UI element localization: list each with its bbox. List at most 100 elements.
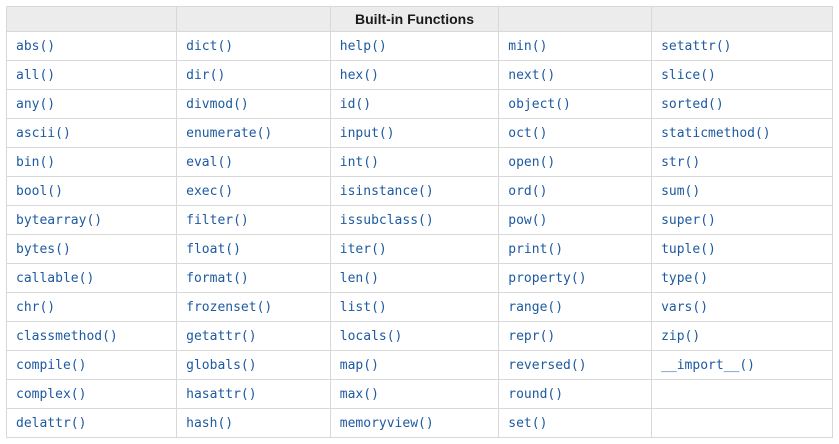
function-link[interactable]: input() <box>339 126 395 141</box>
table-cell: tuple() <box>651 234 833 264</box>
function-link[interactable]: hash() <box>186 416 234 431</box>
function-link[interactable]: bytearray() <box>16 213 103 228</box>
function-link[interactable]: super() <box>661 213 716 228</box>
function-link[interactable]: dict() <box>186 39 234 54</box>
function-link[interactable]: divmod() <box>186 97 249 112</box>
function-link[interactable]: type() <box>661 271 709 286</box>
function-link[interactable]: repr() <box>508 329 556 344</box>
function-link[interactable]: dir() <box>186 68 226 83</box>
function-link[interactable]: pow() <box>508 213 548 228</box>
function-link[interactable]: property() <box>508 271 587 286</box>
function-link[interactable]: tuple() <box>661 242 716 257</box>
function-link[interactable]: bool() <box>16 184 63 199</box>
function-link[interactable]: complex() <box>16 387 87 402</box>
function-link[interactable]: staticmethod() <box>661 126 771 141</box>
table-cell: issubclass() <box>329 205 500 235</box>
table-row: abs() dict() help() min() setattr() <box>5 31 833 61</box>
table-row: callable() format() len() property() type() <box>5 263 833 293</box>
function-link[interactable]: str() <box>661 155 701 170</box>
function-link[interactable]: sorted() <box>661 97 724 112</box>
function-link[interactable]: frozenset() <box>186 300 273 315</box>
table-cell: memoryview() <box>329 408 500 438</box>
function-link[interactable]: memoryview() <box>339 416 434 431</box>
function-link[interactable]: setattr() <box>661 39 732 54</box>
empty-cell <box>651 408 833 438</box>
table-cell: abs() <box>5 31 178 61</box>
function-link[interactable]: help() <box>339 39 387 54</box>
function-link[interactable]: hex() <box>339 68 379 83</box>
table-row: classmethod() getattr() locals() repr() zip(… <box>5 321 833 351</box>
builtin-functions-table: Built-in Functions abs() dict() help() min(… <box>5 6 833 438</box>
function-link[interactable]: isinstance() <box>339 184 434 199</box>
function-link[interactable]: eval() <box>186 155 234 170</box>
header-cell-empty <box>651 6 833 32</box>
function-link[interactable]: min() <box>508 39 548 54</box>
table-cell: max() <box>329 379 500 409</box>
function-link[interactable]: delattr() <box>16 416 87 431</box>
function-link[interactable]: classmethod() <box>16 329 118 344</box>
table-cell: callable() <box>5 263 178 293</box>
function-link[interactable]: exec() <box>186 184 234 199</box>
function-link[interactable]: hasattr() <box>186 387 257 402</box>
function-link[interactable]: getattr() <box>186 329 257 344</box>
function-link[interactable]: print() <box>508 242 564 257</box>
function-link[interactable]: vars() <box>661 300 709 315</box>
function-link[interactable]: id() <box>339 97 372 112</box>
function-link[interactable]: sum() <box>661 184 701 199</box>
table-cell: super() <box>651 205 833 235</box>
function-link[interactable]: locals() <box>339 329 403 344</box>
table-cell: id() <box>329 89 500 119</box>
function-link[interactable]: chr() <box>16 300 56 315</box>
function-link[interactable]: enumerate() <box>186 126 273 141</box>
table-cell: repr() <box>498 321 653 351</box>
function-link[interactable]: object() <box>508 97 571 112</box>
function-link[interactable]: compile() <box>16 358 87 373</box>
function-link[interactable]: set() <box>508 416 548 431</box>
function-link[interactable]: bin() <box>16 155 56 170</box>
header-cell-empty <box>498 6 653 32</box>
function-link[interactable]: zip() <box>661 329 701 344</box>
table-title: Built-in Functions <box>329 6 500 32</box>
function-link[interactable]: float() <box>186 242 241 257</box>
function-link[interactable]: issubclass() <box>339 213 434 228</box>
function-link[interactable]: map() <box>339 358 379 373</box>
table-cell: isinstance() <box>329 176 500 206</box>
function-link[interactable]: list() <box>339 300 387 315</box>
table-row: delattr() hash() memoryview() set() <box>5 408 833 438</box>
function-link[interactable]: int() <box>339 155 379 170</box>
table-cell: frozenset() <box>176 292 331 322</box>
table-cell: all() <box>5 60 178 90</box>
function-link[interactable]: slice() <box>661 68 716 83</box>
table-cell: divmod() <box>176 89 331 119</box>
table-header-row: Built-in Functions <box>5 6 833 32</box>
function-link[interactable]: callable() <box>16 271 95 286</box>
function-link[interactable]: ord() <box>508 184 548 199</box>
function-link[interactable]: open() <box>508 155 556 170</box>
table-cell: str() <box>651 147 833 177</box>
function-link[interactable]: iter() <box>339 242 387 257</box>
table-cell: hex() <box>329 60 500 90</box>
header-cell-empty <box>176 6 331 32</box>
table-cell: set() <box>498 408 653 438</box>
function-link[interactable]: ascii() <box>16 126 71 141</box>
table-cell: bytearray() <box>5 205 178 235</box>
function-link[interactable]: globals() <box>186 358 257 373</box>
table-cell: help() <box>329 31 500 61</box>
function-link[interactable]: filter() <box>186 213 249 228</box>
table-row: bytes() float() iter() print() tuple() <box>5 234 833 264</box>
function-link[interactable]: all() <box>16 68 56 83</box>
function-link[interactable]: format() <box>186 271 249 286</box>
function-link[interactable]: round() <box>508 387 564 402</box>
function-link[interactable]: reversed() <box>508 358 587 373</box>
function-link[interactable]: len() <box>339 271 379 286</box>
function-link[interactable]: bytes() <box>16 242 71 257</box>
function-link[interactable]: oct() <box>508 126 548 141</box>
function-link[interactable]: range() <box>508 300 564 315</box>
function-link[interactable]: abs() <box>16 39 56 54</box>
function-link[interactable]: next() <box>508 68 556 83</box>
table-row: bytearray() filter() issubclass() pow() supe… <box>5 205 833 235</box>
function-link[interactable]: any() <box>16 97 56 112</box>
function-link[interactable]: __import__() <box>661 358 755 373</box>
table-cell: len() <box>329 263 500 293</box>
function-link[interactable]: max() <box>339 387 379 402</box>
